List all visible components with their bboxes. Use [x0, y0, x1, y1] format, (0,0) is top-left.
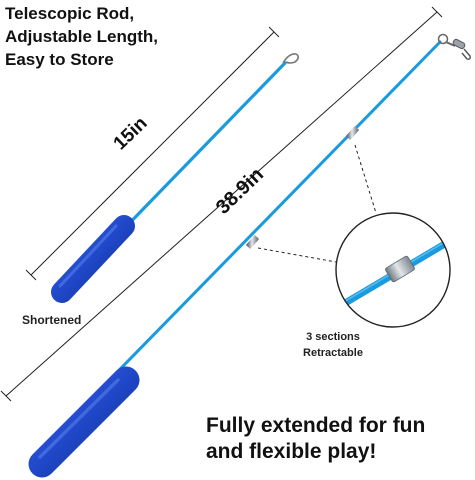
- shortened-caption: Shortened: [22, 313, 82, 327]
- short-rod: [51, 53, 300, 303]
- sections-caption: 3 sections Retractable: [285, 329, 381, 361]
- headline-line-2: Adjustable Length,: [5, 27, 158, 46]
- footer-line-2: and flexible play!: [206, 440, 377, 463]
- long-rod: [28, 33, 471, 478]
- detail-magnifier: [335, 212, 451, 328]
- short-dimension-line: [25, 26, 280, 281]
- headline-line-3: Easy to Store: [5, 50, 114, 69]
- headline-line-1: Telescopic Rod,: [5, 4, 135, 23]
- headline: Telescopic Rod, Adjustable Length, Easy …: [5, 2, 205, 71]
- swivel-clip-icon: [437, 33, 471, 60]
- footer-line-1: Fully extended for fun: [206, 414, 426, 437]
- short-rod-tip-loop-icon: [282, 53, 300, 64]
- sections-caption-line-2: Retractable: [303, 347, 363, 359]
- ferrule-lower: [245, 234, 260, 250]
- callout-leaders: [257, 144, 377, 263]
- detail-ferrule: [385, 255, 415, 283]
- long-dimension-line: [0, 6, 443, 402]
- short-rod-handle: [51, 215, 135, 303]
- ferrule-upper: [345, 125, 360, 141]
- sections-caption-line-1: 3 sections: [306, 331, 360, 343]
- footer-tagline: Fully extended for fun and flexible play…: [206, 413, 425, 465]
- long-rod-handle: [28, 366, 140, 478]
